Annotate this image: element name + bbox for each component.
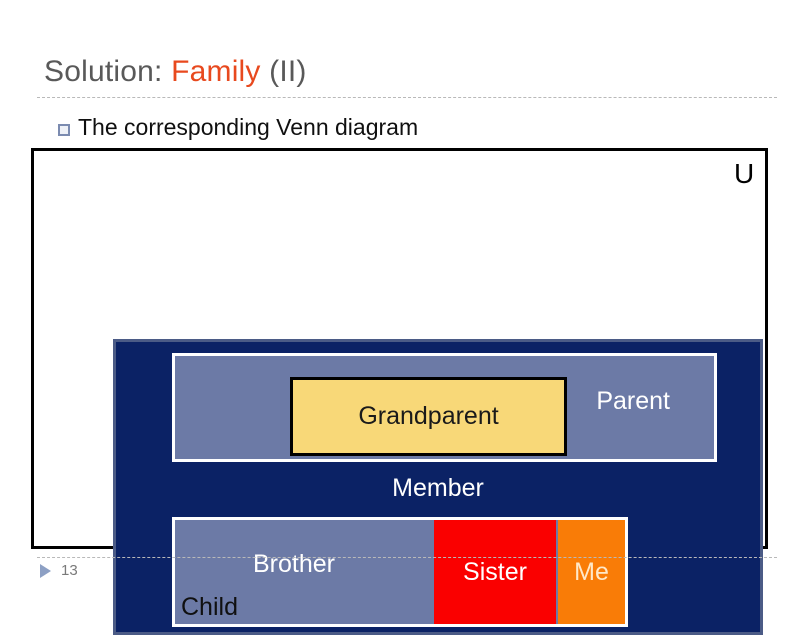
venn-universe-frame: Parent Grandparent Member Brother Child … [31, 148, 768, 635]
set-child: Brother Child Sister Me [172, 517, 628, 627]
universe-label: U [734, 158, 755, 189]
page-title: Solution: Family (II) [44, 55, 307, 89]
set-member-label: Member [392, 474, 484, 502]
title-divider [37, 97, 777, 98]
set-member: Parent Grandparent Member Brother Child … [113, 339, 763, 635]
hollow-square-bullet-icon [58, 123, 70, 136]
footer: 13 [40, 562, 78, 579]
triangle-right-icon [40, 563, 51, 578]
bullet-text: The corresponding Venn diagram [78, 114, 419, 140]
set-sister-label: Sister [463, 557, 527, 586]
bullet-line: The corresponding Venn diagram [58, 114, 418, 141]
footer-divider [37, 557, 777, 558]
set-parent-label: Parent [596, 387, 670, 415]
set-grandparent: Grandparent [290, 377, 567, 456]
slide-number: 13 [61, 562, 78, 579]
set-brother-label: Brother [253, 550, 335, 578]
page-title-suffix: (II) [260, 55, 307, 88]
set-me-label: Me [574, 557, 609, 586]
set-sister: Sister [434, 520, 556, 624]
page-title-prefix: Solution: [44, 55, 172, 88]
set-me: Me [558, 520, 625, 624]
set-parent: Parent Grandparent [172, 353, 717, 462]
page-title-accent: Family [171, 55, 261, 88]
set-grandparent-label: Grandparent [358, 402, 499, 430]
set-child-label: Child [181, 592, 238, 621]
